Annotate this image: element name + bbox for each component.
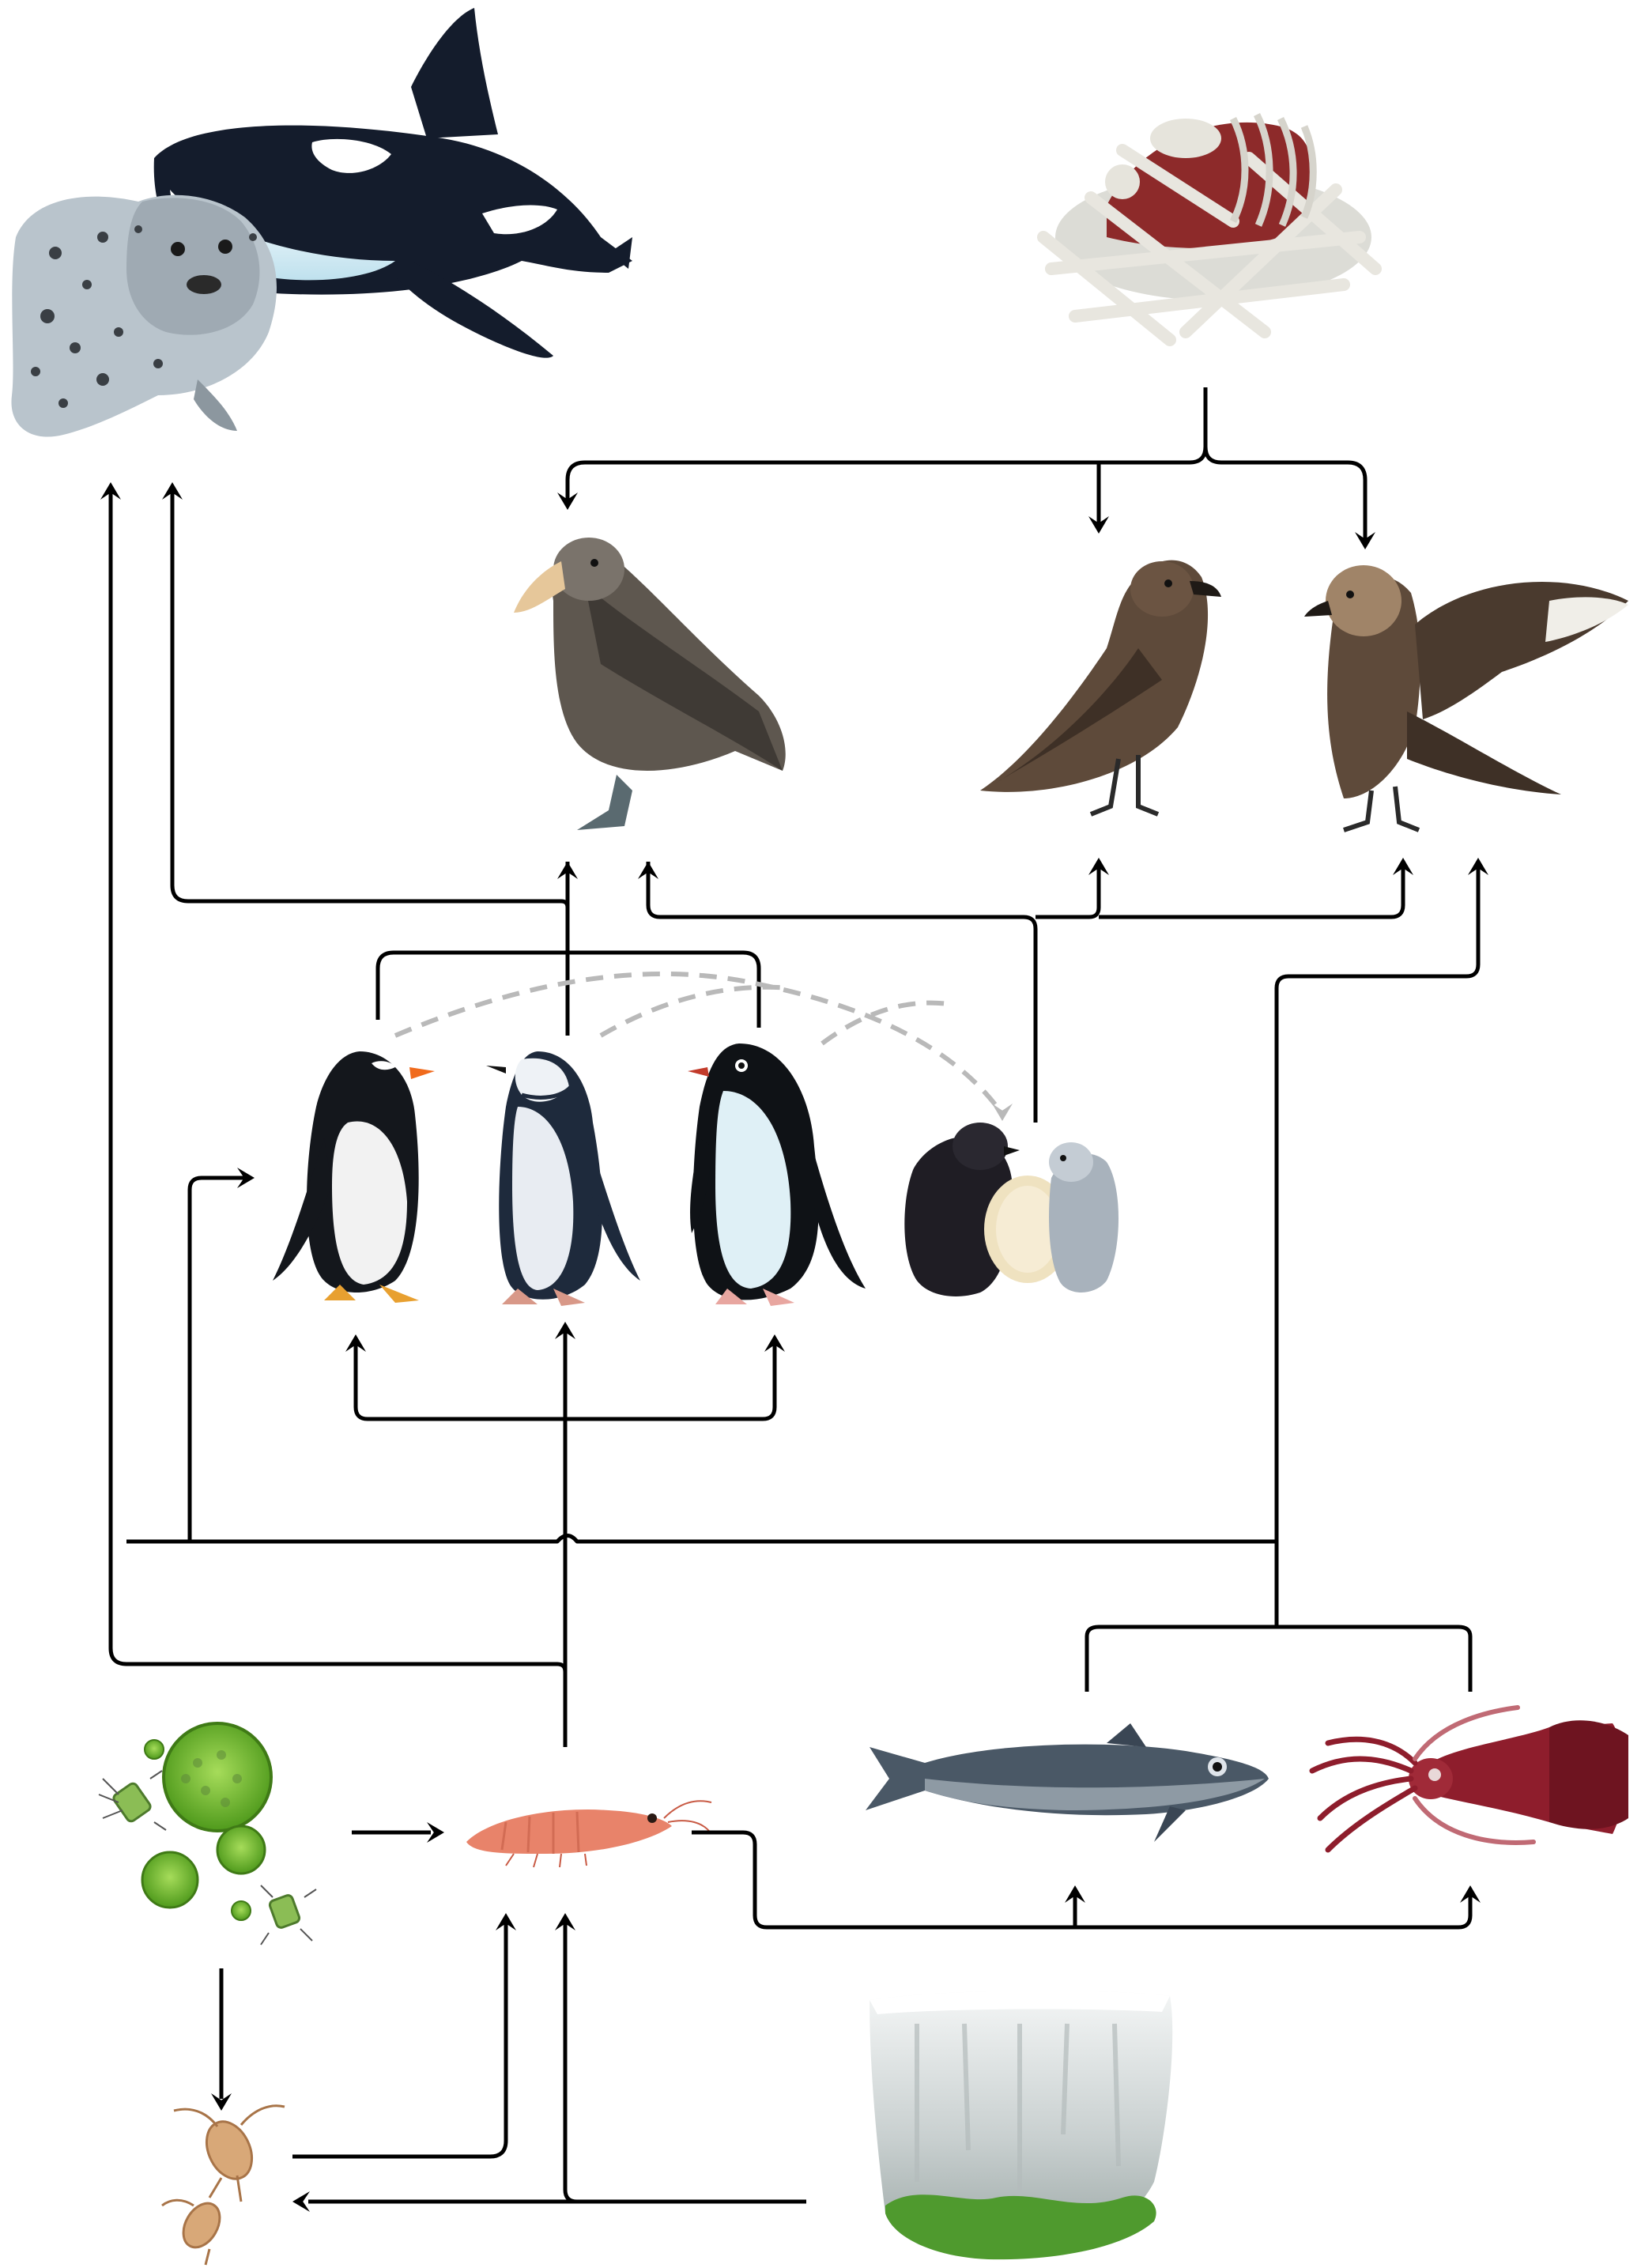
arrowhead-krill-chinstrap xyxy=(555,1322,575,1339)
dashed-arrowhead-chicks xyxy=(992,1104,1013,1121)
bracket-penguins xyxy=(375,950,761,1028)
dashed-adelie-to-chicks xyxy=(820,1000,949,1046)
giant-petrel-icon xyxy=(514,538,786,830)
arrow-fish-squid-to-seal xyxy=(126,1534,1277,1544)
arrow-carcass-to-skua-wings xyxy=(1203,446,1368,545)
arrowhead-krill-gentoo xyxy=(345,1334,366,1352)
arrow-chicks-to-skua-wings xyxy=(1099,862,1405,919)
arrowhead-krill-squid xyxy=(1460,1885,1481,1903)
arrow-fish-squid-to-skua-wings xyxy=(1274,862,1481,1627)
arrowhead-chicks-petrel xyxy=(638,862,658,879)
arrowhead-penguins-petrel xyxy=(557,862,578,879)
sea-ice-icon xyxy=(870,1991,1173,2260)
arrow-fish-squid-to-gentoo xyxy=(187,1176,245,1542)
arrow-chicks-to-skua xyxy=(1036,862,1101,919)
arrow-carcass-to-petrel xyxy=(565,387,1208,506)
arrowhead-chicks-skua xyxy=(1088,858,1109,875)
arrowhead-krill-adelie xyxy=(764,1334,785,1352)
arrowhead-phyto-krill xyxy=(427,1822,444,1843)
feeding-arrows xyxy=(100,387,1488,2212)
chinstrap-penguin-icon xyxy=(486,1051,640,1306)
arrowhead-fish-squid-skua xyxy=(1468,858,1488,875)
arrow-krill-to-fish-squid xyxy=(692,1830,1473,1930)
bracket-fish-squid xyxy=(1085,1625,1473,1692)
krill-icon xyxy=(466,1800,712,1868)
skua-icon xyxy=(980,560,1221,817)
leopard-seal-icon xyxy=(11,194,277,437)
arrow-krill-to-seal xyxy=(108,486,568,1747)
arrowhead-copepods-krill xyxy=(496,1913,516,1930)
gentoo-penguin-icon xyxy=(273,1051,435,1303)
dashed-gentoo-to-chicks xyxy=(394,971,1002,1112)
arrowhead-ice-copepods xyxy=(292,2191,310,2212)
arrowhead-phyto-copepods xyxy=(211,2093,232,2111)
arrowhead-chicks-skua-wings xyxy=(1393,858,1413,875)
arrowhead-carcass-skua-wings xyxy=(1355,532,1375,549)
phytoplankton-icon xyxy=(98,1722,317,1945)
adelie-penguin-icon xyxy=(688,1043,866,1306)
penguin-chicks-egg-icon xyxy=(904,1123,1119,1296)
arrow-ice-to-krill xyxy=(563,1921,806,2204)
arrowhead-ice-krill xyxy=(555,1913,575,1930)
arrowhead-fish-squid-gentoo xyxy=(237,1168,255,1188)
fish-icon xyxy=(866,1723,1269,1842)
skua-wings-icon xyxy=(1304,565,1628,832)
arrowhead-penguins-seal xyxy=(162,482,183,500)
arrow-copepods-to-krill xyxy=(292,1921,508,2159)
arrow-chicks-to-petrel xyxy=(646,862,1038,1123)
copepods-icon xyxy=(161,2104,285,2266)
dashed-chinstrap-to-chicks xyxy=(599,984,791,1038)
arrowhead-krill-seal xyxy=(100,482,121,500)
squid-icon xyxy=(1309,1705,1628,1853)
arrowhead-krill-fish xyxy=(1065,1885,1085,1903)
arrow-penguins-to-seal xyxy=(170,486,570,921)
arrowhead-carcass-skua xyxy=(1088,516,1109,534)
bracket-krill-penguins xyxy=(353,1406,777,1421)
arrowhead-carcass-petrel xyxy=(557,492,578,510)
carcass-bones-icon xyxy=(1037,112,1382,346)
